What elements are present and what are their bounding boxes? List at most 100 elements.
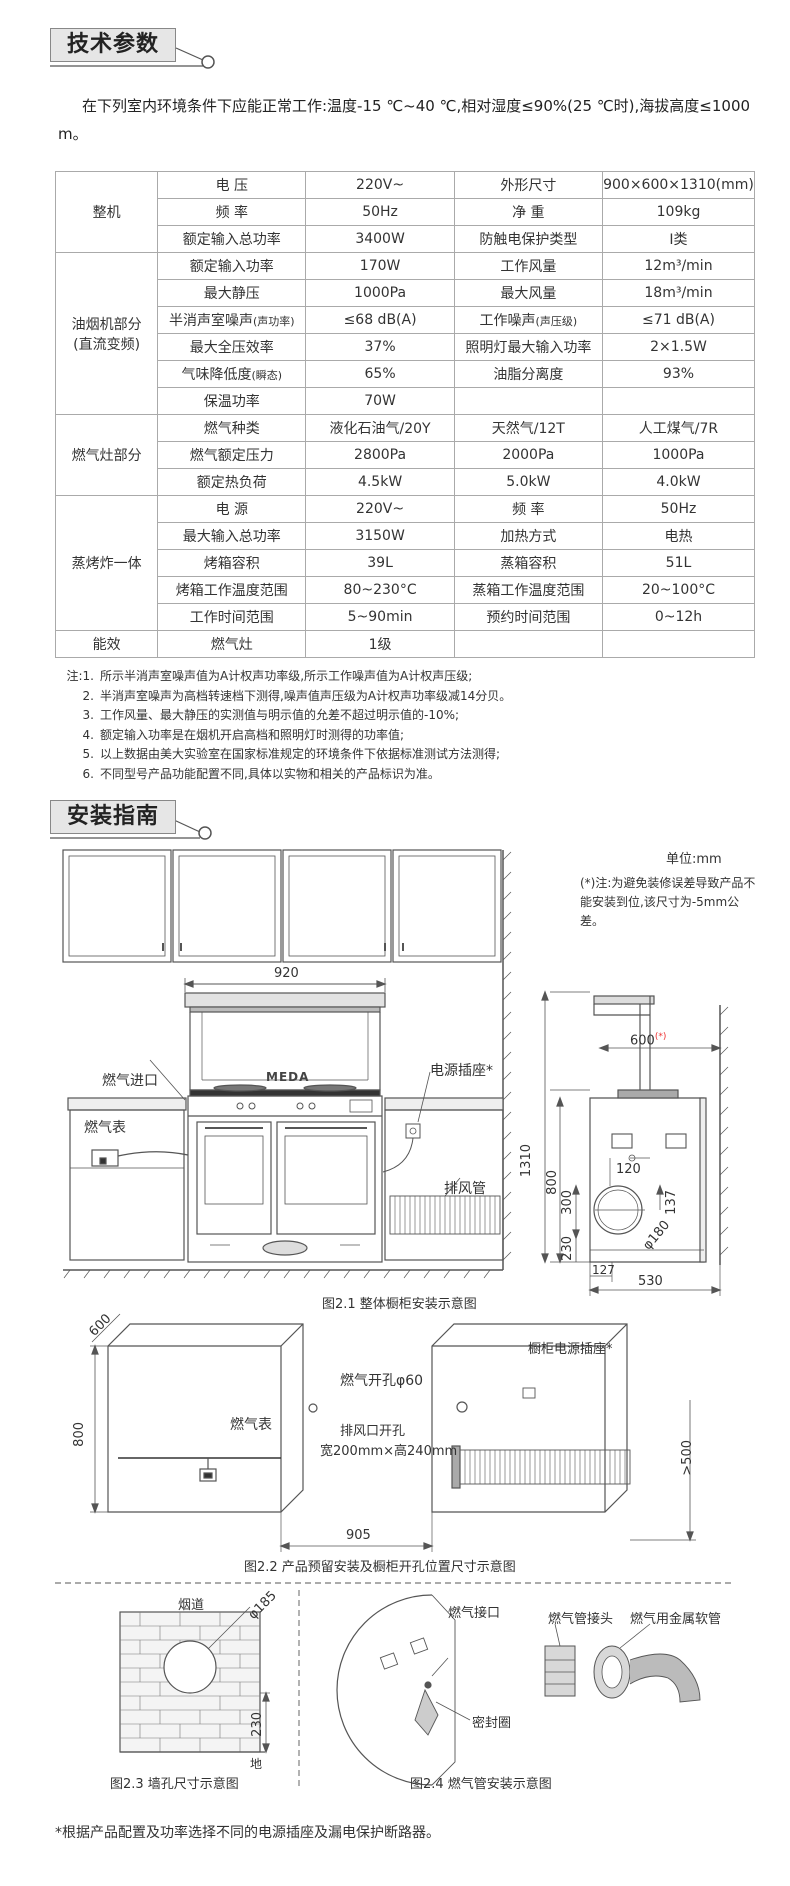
cell: 109kg	[601, 198, 756, 226]
label-gas-meter: 燃气表	[84, 1120, 126, 1136]
cell: 3400W	[305, 225, 455, 253]
table-row: 频 率 50Hz 净 重 109kg	[56, 198, 756, 226]
cell: 半消声室噪声(声功率)	[157, 306, 307, 334]
fig2-dim-500: >500	[680, 1440, 695, 1476]
cell: 2×1.5W	[601, 333, 756, 361]
spec-table: 整机 电 压 220V~ 外形尺寸 900×600×1310(mm) 频 率 5…	[54, 171, 756, 658]
note-item: 5.以上数据由美大实验室在国家标准规定的环境条件下依据标准测试方法测得;	[60, 745, 511, 765]
pin-circle-icon	[201, 55, 215, 69]
fig4-gas-pipe	[336, 1594, 701, 1786]
cell: 170W	[305, 252, 455, 280]
cell: 50Hz	[305, 198, 455, 226]
group-sublabel: (直流变频)	[73, 336, 141, 353]
cell: 液化石油气/20Y	[305, 414, 455, 442]
cell: 频 率	[453, 495, 603, 523]
cell	[601, 387, 756, 415]
cell-note: (声压级)	[535, 315, 578, 328]
table-row: 最大全压效率 37% 照明灯最大输入功率 2×1.5W	[56, 333, 756, 361]
wall-cabinet	[172, 849, 282, 963]
note-item: 6. 不同型号产品功能配置不同,具体以实物和相关的产品标识为准。	[60, 765, 511, 785]
fig2-label-exhaust-hole: 排风口开孔	[340, 1424, 406, 1439]
cell: 最大输入总功率	[157, 522, 307, 550]
section-title-install-label: 安装指南	[50, 800, 176, 834]
cell: 4.0kW	[601, 468, 756, 496]
cell: 工作噪声(声压级)	[453, 306, 603, 334]
table-row: 最大静压 1000Pa 最大风量 18m³/min	[56, 279, 756, 307]
install-note: (*)注:为避免装修误差导致产品不能安装到位,该尺寸为-5mm公差。	[580, 876, 756, 928]
group-cell: 能效	[54, 630, 159, 658]
dim-300: 300	[560, 1190, 575, 1215]
note-num: 4.	[82, 727, 94, 742]
cell: 18m³/min	[601, 279, 756, 307]
intro-text: 在下列室内环境条件下应能正常工作:温度-15 ℃~40 ℃,相对湿度≤90%(2…	[58, 97, 751, 143]
cell: 照明灯最大输入功率	[453, 333, 603, 361]
dim-1310: 1310	[519, 1144, 534, 1178]
footnote: *根据产品配置及功率选择不同的电源插座及漏电保护断路器。	[55, 1825, 440, 1841]
cell: 燃气种类	[157, 414, 307, 442]
label-gas-inlet: 燃气进口	[102, 1073, 158, 1089]
cell: 电 压	[157, 171, 307, 199]
dim-600-value: 600	[630, 1033, 655, 1049]
fig2-dim-905: 905	[346, 1528, 371, 1543]
caption-fig1: 图2.1 整体橱柜安装示意图	[322, 1297, 477, 1312]
cell: 烤箱工作温度范围	[157, 576, 307, 604]
cell: 额定输入功率	[157, 252, 307, 280]
note-text: 不同型号产品功能配置不同,具体以实物和相关的产品标识为准。	[100, 766, 440, 781]
table-row: 能效 燃气灶 1级	[54, 630, 756, 658]
wall-cabinet	[62, 849, 172, 963]
cell: 油脂分离度	[453, 360, 603, 388]
notes-list: 注:1.所示半消声室噪声值为A计权声功率级,所示工作噪声值为A计权声压级; 2.…	[60, 667, 512, 785]
cell: 电热	[601, 522, 756, 550]
group-cell: 整机	[54, 171, 159, 253]
fig4-label-metal-hose: 燃气用金属软管	[630, 1612, 722, 1627]
wall-cabinet	[282, 849, 392, 963]
cell: 最大静压	[157, 279, 307, 307]
cell: 气味降低度(瞬态)	[157, 360, 307, 388]
note-num: 3.	[82, 708, 94, 722]
note-text: 额定输入功率是在烟机开启高档和照明灯时测得的功率值;	[100, 727, 405, 742]
intro-paragraph: 在下列室内环境条件下应能正常工作:温度-15 ℃~40 ℃,相对湿度≤90%(2…	[58, 92, 758, 148]
caption-fig2: 图2.2 产品预留安装及橱柜开孔位置尺寸示意图	[244, 1560, 516, 1575]
table-row: 整机 电 压 220V~ 外形尺寸 900×600×1310(mm)	[54, 171, 756, 253]
pin-circle-icon	[198, 826, 212, 840]
note-item: 2. 半消声室噪声为高档转速档下测得,噪声值声压级为A计权声功率级减14分贝。	[60, 687, 512, 707]
fig2-label-exhaust-size: 宽200mm×高240mm	[320, 1444, 458, 1459]
note-num: 2.	[82, 688, 94, 703]
section-title-specs-label: 技术参数	[50, 28, 176, 62]
cell	[601, 630, 756, 658]
table-row: 额定热负荷 4.5kW 5.0kW 4.0kW	[56, 468, 756, 496]
cell: 频 率	[157, 198, 307, 226]
fig2-dim-800: 800	[72, 1422, 87, 1447]
fig2-cabinet-openings	[90, 1313, 696, 1552]
note-num: 注:1.	[66, 669, 95, 683]
table-row: 半消声室噪声(声功率) ≤68 dB(A) 工作噪声(声压级) ≤71 dB(A…	[56, 306, 756, 334]
cell: 保温功率	[157, 387, 307, 415]
fig1-side-view	[541, 990, 729, 1296]
cell	[453, 387, 603, 415]
note-item: 3.工作风量、最大静压的实测值与明示值的允差不超过明示值的-10%;	[60, 706, 511, 726]
fig2-label-cabinet-socket: 橱柜电源插座*	[528, 1342, 613, 1357]
fig2-label-gas-meter: 燃气表	[230, 1417, 272, 1433]
dim-800: 800	[545, 1170, 560, 1195]
note-text: 半消声室噪声为高档转速档下测得,噪声值声压级为A计权声功率级减14分贝。	[100, 688, 512, 703]
note-num: 6.	[82, 766, 94, 781]
cell: 900×600×1310(mm)	[601, 171, 756, 199]
cell: 37%	[305, 333, 455, 361]
cell: 1000Pa	[601, 441, 756, 469]
label-power-socket: 电源插座*	[430, 1063, 493, 1079]
table-row: 工作时间范围 5~90min 预约时间范围 0~12h	[56, 603, 756, 631]
cell: 额定热负荷	[157, 468, 307, 496]
dim-127: 127	[592, 1263, 615, 1277]
cell: ≤68 dB(A)	[305, 306, 455, 334]
fig4-label-pipe-joint: 燃气管接头	[548, 1612, 614, 1627]
cell-note: (瞬态)	[251, 369, 283, 382]
table-row: 保温功率 70W	[56, 387, 756, 415]
cell: 1000Pa	[305, 279, 455, 307]
cell: 加热方式	[453, 522, 603, 550]
cell-text: 工作噪声	[479, 313, 536, 329]
note-text: 以上数据由美大实验室在国家标准规定的环境条件下依据标准测试方法测得;	[100, 747, 501, 761]
dim-137: 137	[664, 1190, 679, 1215]
cell: 2000Pa	[453, 441, 603, 469]
cell-text: 气味降低度	[181, 367, 252, 383]
